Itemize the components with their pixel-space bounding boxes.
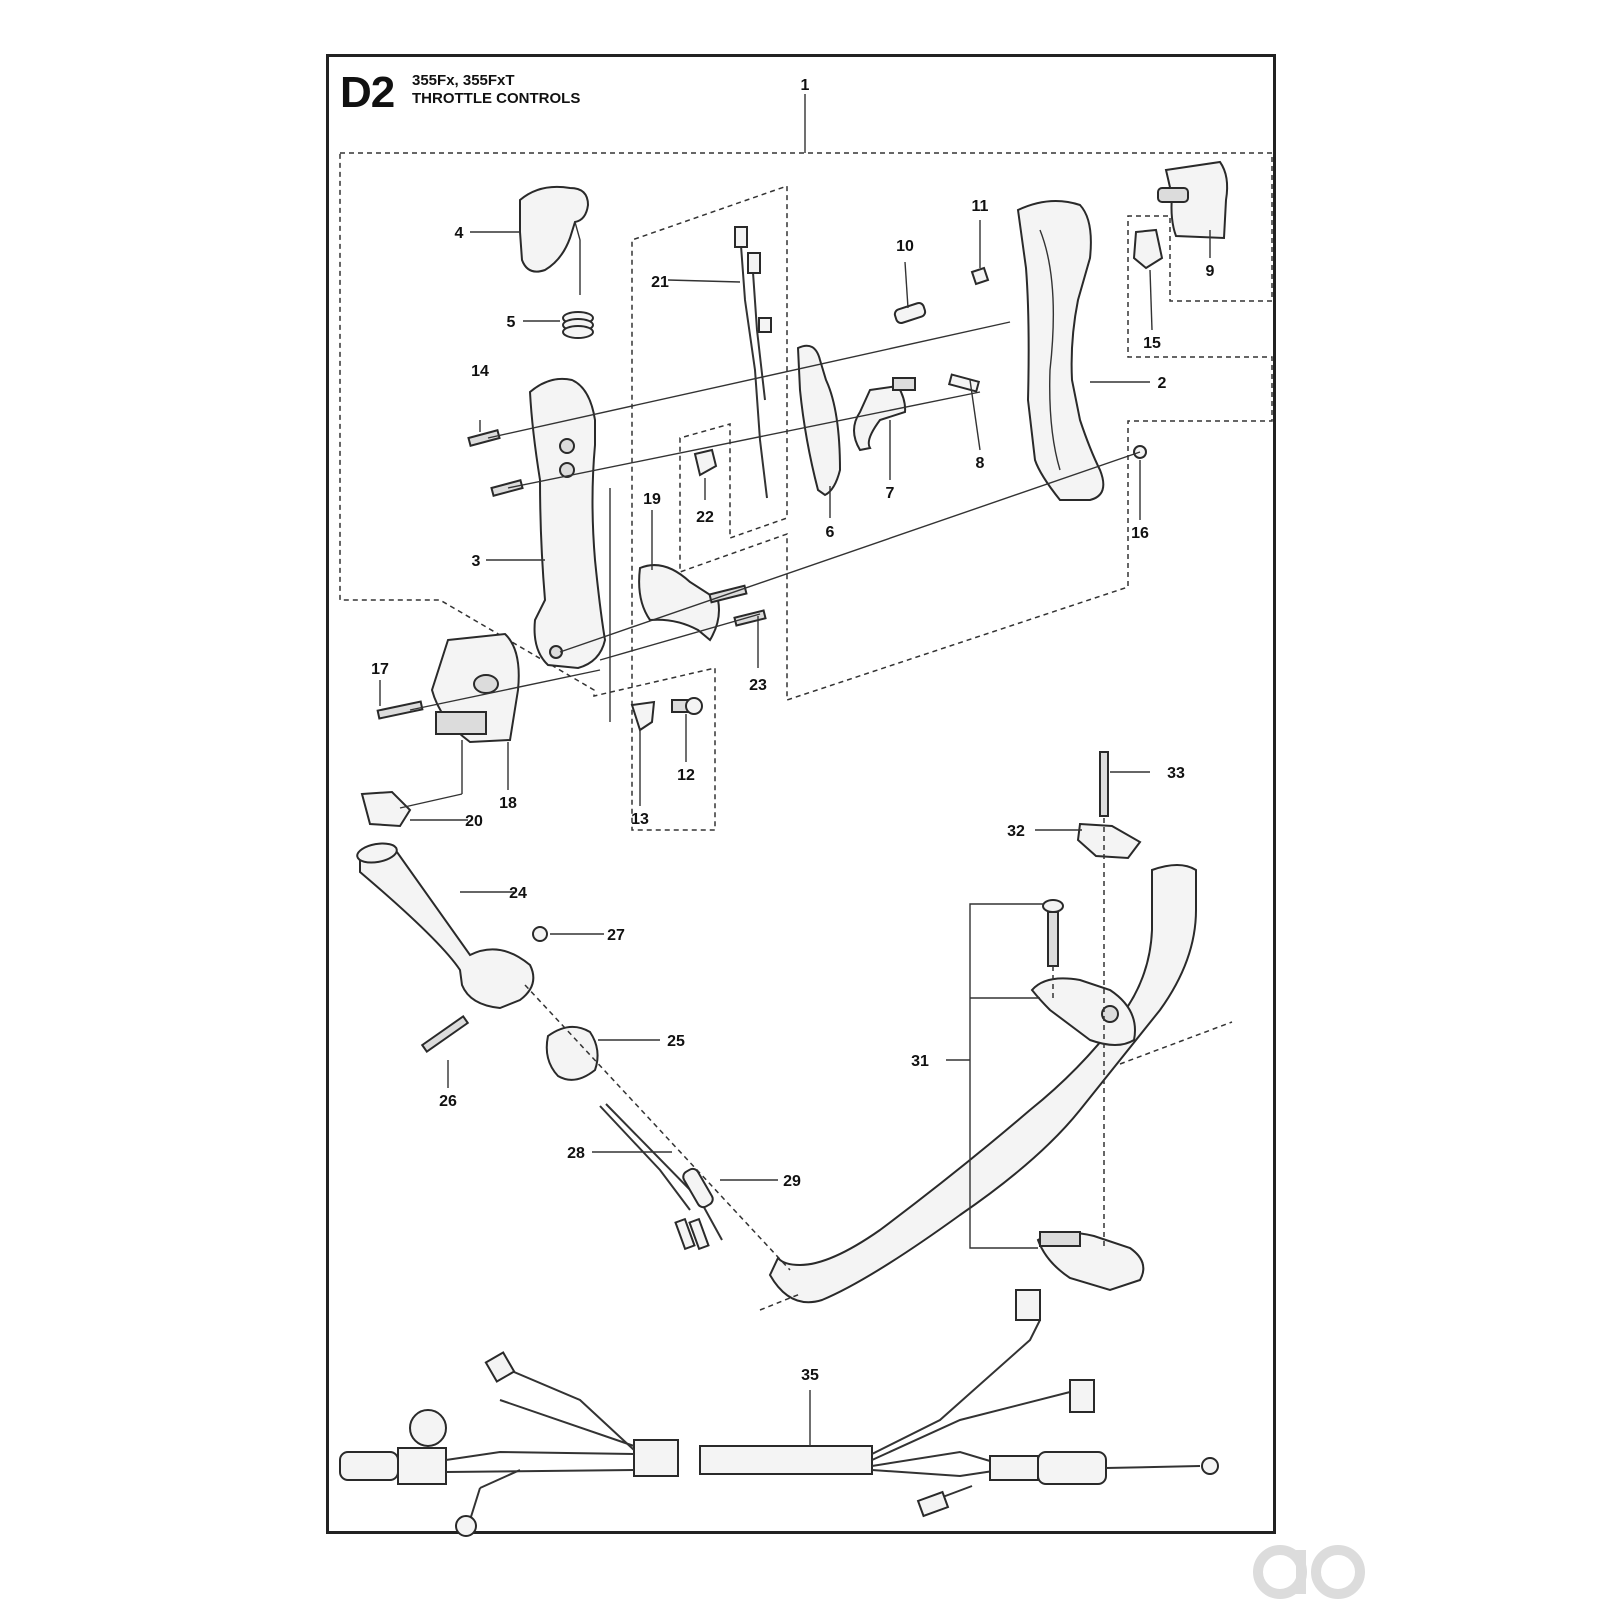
callout-leaders <box>379 220 1211 1446</box>
callout-1: 1 <box>801 77 810 94</box>
part-11-nut <box>970 266 990 286</box>
part-27-nut <box>532 926 548 942</box>
callout-20: 20 <box>465 813 483 830</box>
part-21-wire <box>734 226 772 499</box>
part-13-bracket <box>630 700 656 732</box>
callout-2: 2 <box>1158 375 1167 392</box>
part-18-housing <box>430 632 520 744</box>
callout-14: 14 <box>471 363 489 380</box>
callout-16: 16 <box>1131 525 1149 542</box>
part-6-lockout <box>796 344 842 497</box>
callout-27: 27 <box>607 927 625 944</box>
bar-axes <box>524 984 1233 1311</box>
callout-35: 35 <box>801 1367 819 1384</box>
part-26-screw <box>420 1014 470 1054</box>
part-31-clamp <box>1030 899 1145 1292</box>
part-2-handle-half <box>1016 200 1105 501</box>
part-10-spring <box>893 302 927 324</box>
sheet-models: 355Fx, 355FxT <box>412 72 515 89</box>
callout-28: 28 <box>567 1145 585 1162</box>
part-9-knob <box>1157 160 1229 240</box>
callout-33: 33 <box>1167 765 1185 782</box>
diagram-frame <box>326 54 1276 1534</box>
part-25-knob <box>545 1025 599 1081</box>
part-12-screw <box>671 697 703 715</box>
callout-29: 29 <box>783 1173 801 1190</box>
callout-19: 19 <box>643 491 661 508</box>
part-14-screw <box>467 429 524 497</box>
callout-25: 25 <box>667 1033 685 1050</box>
sheet-code: D2 <box>340 68 395 117</box>
part-22-clip <box>693 448 718 477</box>
part-5-spring <box>562 311 594 339</box>
callout-31: 31 <box>911 1053 929 1070</box>
assembly-axes <box>409 321 1141 722</box>
sheet-title: THROTTLE CONTROLS <box>412 90 581 107</box>
callout-26: 26 <box>439 1093 457 1110</box>
part-17-screw <box>376 700 424 720</box>
part-7-trigger <box>853 377 916 452</box>
callout-6: 6 <box>826 524 835 541</box>
handle-bar <box>768 864 1197 1304</box>
part-19-lever <box>638 564 720 642</box>
watermark-logo-icon <box>1252 1544 1372 1605</box>
callout-5: 5 <box>507 314 516 331</box>
callout-10: 10 <box>896 238 914 255</box>
callout-labels: 1 2 3 4 5 6 7 8 9 10 11 12 13 14 15 16 1… <box>371 77 1214 1384</box>
callout-7: 7 <box>886 485 895 502</box>
callout-21: 21 <box>651 274 669 291</box>
part-35-harness <box>339 1289 1219 1537</box>
callout-4: 4 <box>455 225 464 242</box>
callout-3: 3 <box>472 553 481 570</box>
callout-11: 11 <box>972 198 989 215</box>
callout-32: 32 <box>1007 823 1025 840</box>
callout-17: 17 <box>371 661 389 678</box>
callout-18: 18 <box>499 795 517 812</box>
callout-9: 9 <box>1206 263 1215 280</box>
assembly-boundaries <box>339 152 1273 831</box>
callout-15: 15 <box>1143 335 1161 352</box>
callout-23: 23 <box>749 677 767 694</box>
callout-24: 24 <box>509 885 527 902</box>
callout-12: 12 <box>677 767 695 784</box>
part-3-handle-half <box>528 377 607 670</box>
part-15-switch <box>1132 228 1164 270</box>
callout-13: 13 <box>631 811 649 828</box>
part-29-sleeve <box>682 1167 714 1209</box>
part-20-switch <box>360 790 412 828</box>
part-33-screw <box>1099 751 1109 817</box>
callout-22: 22 <box>696 509 714 526</box>
callout-8: 8 <box>976 455 985 472</box>
part-4-cap <box>519 185 590 295</box>
part-32-clip <box>1076 822 1142 860</box>
part-8-pin <box>947 373 981 393</box>
part-24-grip <box>356 842 535 1010</box>
